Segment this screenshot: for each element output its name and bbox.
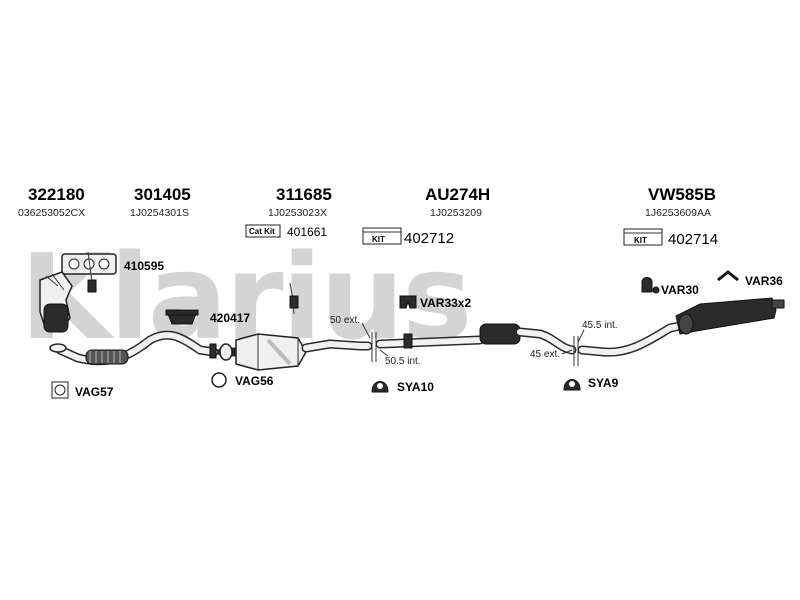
cat-kit-badge [245,224,281,238]
exhaust-manifold-322180[interactable] [39,271,73,333]
center-silencer-au274h[interactable] [375,323,577,355]
lambda-sensor-2 [289,282,299,315]
group-311685[interactable]: 311685 1J0253023X [268,185,332,219]
part-label: SYA9 [588,376,619,390]
part-label: VAG57 [75,385,114,399]
group-au274h[interactable]: AU274H 1J0253209 [425,185,490,219]
mount-sya10[interactable]: SYA10 [371,380,434,394]
manifold-gasket-410595[interactable]: 410595 [61,253,164,275]
part-number: VW585B [648,185,716,204]
group-301405[interactable]: 301405 1J0254301S [130,185,191,219]
rear-silencer-vw585b[interactable] [577,297,785,357]
kit-number: 401661 [287,225,327,239]
kit-badge-label: KIT [372,235,385,244]
measurement-label: 45.5 int. [582,320,618,331]
part-label: 420417 [210,311,250,325]
part-label: VAR36 [745,274,783,288]
measurement-label: 45 ext. [530,349,560,360]
part-number: 311685 [276,185,332,204]
oem-number: 1J6253609AA [645,207,711,219]
kit-number: 402714 [668,231,718,248]
measurement-label: 50.5 int. [385,356,421,367]
part-label: VAR33x2 [420,296,471,310]
oem-number: 036253052CX [18,207,85,219]
flex-joint-icon [85,349,129,365]
clamp-icon [641,277,653,293]
joint-marker-1 [371,332,377,362]
clamp-var36[interactable]: VAR36 [717,270,783,288]
oem-number: 1J0254301S [130,207,189,219]
silencer-icon [479,323,521,345]
kit-badge-label: KIT [634,236,647,245]
measurement-label: 50 ext. [330,315,360,326]
kit-402714[interactable]: KIT 402714 [623,228,718,248]
gasket-vag57[interactable]: VAG57 [51,381,114,399]
group-322180[interactable]: 322180 036253052CX [18,185,85,219]
clamp-icon [399,295,417,309]
front-pipe-301405[interactable] [49,330,219,366]
mount-sya9[interactable]: SYA9 [563,376,619,391]
oem-number: 1J0253023X [268,207,327,219]
part-label: VAG56 [235,374,274,388]
part-label: VAR30 [661,283,699,297]
group-vw585b[interactable]: VW585B 1J6253609AA [645,185,716,219]
kit-402712[interactable]: KIT 402712 [362,227,454,247]
clamp-var30[interactable]: VAR30 [641,277,699,298]
clamp-icon [717,270,739,282]
flange-clamp-420417[interactable]: 420417 [165,309,250,325]
part-number: AU274H [425,185,490,204]
part-label: SYA10 [397,380,434,394]
part-number: 301405 [134,185,191,204]
oem-number: 1J0253209 [430,207,482,219]
cat-kit-401661[interactable]: Cat Kit 401661 [245,224,327,239]
catalyst-icon [235,333,307,371]
part-number: 322180 [28,185,85,204]
kit-number: 402712 [404,230,454,247]
cat-kit-badge-label: Cat Kit [249,227,275,236]
ring-icon [211,372,227,388]
catalytic-converter-311685[interactable] [217,333,373,371]
clamp-var33x2[interactable]: VAR33x2 [399,295,471,310]
part-label: 410595 [124,259,164,273]
ring-vag56[interactable]: VAG56 [211,372,274,388]
lambda-sensor-1 [87,251,97,293]
